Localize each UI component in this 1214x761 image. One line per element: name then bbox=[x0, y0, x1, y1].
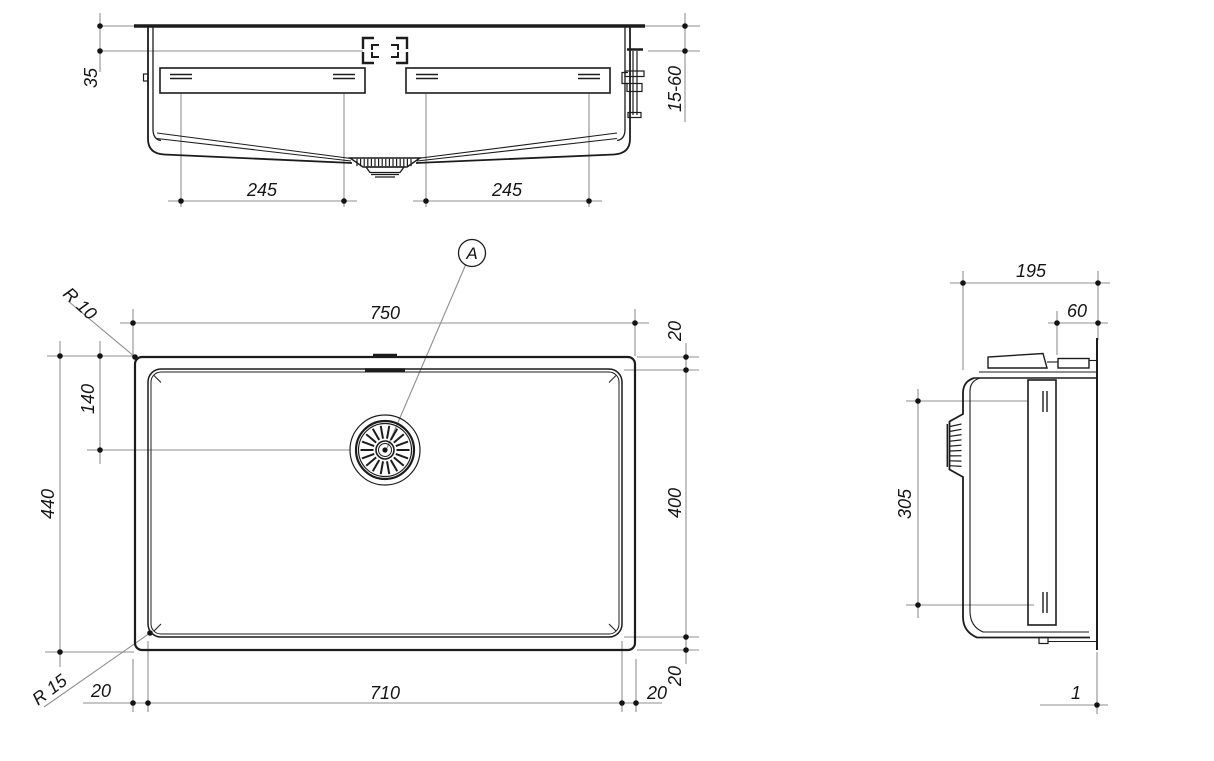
side-dimension-dots bbox=[915, 280, 1101, 708]
mounting-rail bbox=[1027, 379, 1057, 626]
left-clip-tab bbox=[142, 73, 149, 82]
dim-245-right-label: 245 bbox=[491, 180, 523, 200]
mounting-bracket-left bbox=[159, 67, 366, 94]
dim-195-label: 195 bbox=[1016, 261, 1047, 281]
drain-strainer bbox=[349, 414, 421, 486]
front-drain-outlet bbox=[347, 157, 423, 178]
dim-245-left-label: 245 bbox=[246, 180, 278, 200]
radius-r15-leader bbox=[43, 632, 151, 708]
dim-1-label: 1 bbox=[1071, 683, 1081, 703]
detail-callout-a-label: A bbox=[465, 244, 477, 263]
front-view: 35 15-60 245 245 bbox=[81, 13, 700, 207]
plan-sink-outline bbox=[133, 353, 637, 652]
plan-view: A 750 140 440 20 400 20 20 710 20 R 10 R… bbox=[28, 238, 699, 712]
front-sink-body bbox=[142, 26, 631, 164]
dim-440-label: 440 bbox=[38, 489, 58, 519]
drain-hatch bbox=[356, 158, 412, 167]
dim-15-60-label: 15-60 bbox=[665, 66, 685, 112]
radius-r10-leader bbox=[67, 300, 136, 358]
bowl-rim-outer-rect bbox=[147, 368, 623, 638]
dim-305-label: 305 bbox=[895, 488, 915, 519]
plan-dimension-lines bbox=[43, 263, 699, 712]
tap-hole-marker-icon bbox=[361, 36, 409, 65]
plan-dimension-dots bbox=[57, 320, 689, 706]
dim-400-label: 400 bbox=[665, 488, 685, 518]
drain-spokes bbox=[360, 425, 410, 475]
dim-35-label: 35 bbox=[81, 67, 101, 88]
dim-710-label: 710 bbox=[370, 683, 400, 703]
dim-20-bottom-left-label: 20 bbox=[90, 681, 111, 701]
rim-lip bbox=[987, 352, 1048, 369]
front-dimension-dots bbox=[97, 23, 688, 204]
outer-rim-rect bbox=[133, 355, 637, 652]
rim-clip bbox=[1057, 357, 1090, 369]
side-sink-profile bbox=[946, 338, 1098, 650]
dim-140-label: 140 bbox=[78, 384, 98, 414]
mounting-bracket-right bbox=[405, 67, 611, 94]
outer-shell-profile bbox=[948, 377, 1090, 639]
side-dimension-lines bbox=[906, 271, 1110, 714]
dim-20-bottom-right-vertical-label: 20 bbox=[665, 666, 685, 687]
dim-20-top-right-label: 20 bbox=[665, 321, 685, 342]
fixing-clamp-icon bbox=[621, 48, 645, 119]
side-view: 195 60 305 1 bbox=[895, 261, 1110, 714]
radius-r10-label: R 10 bbox=[59, 283, 100, 324]
bowl-rim-inner-rect bbox=[150, 371, 620, 635]
dim-750-label: 750 bbox=[370, 303, 400, 323]
drain-stub bbox=[1038, 636, 1049, 645]
dim-60-label: 60 bbox=[1067, 301, 1087, 321]
dim-20-bottom-right-horizontal-label: 20 bbox=[646, 683, 667, 703]
front-dimension-lines bbox=[99, 13, 700, 207]
detail-callout-circle bbox=[457, 238, 487, 268]
side-drain-hatch bbox=[949, 423, 962, 467]
inner-bowl-profile bbox=[969, 377, 1089, 633]
